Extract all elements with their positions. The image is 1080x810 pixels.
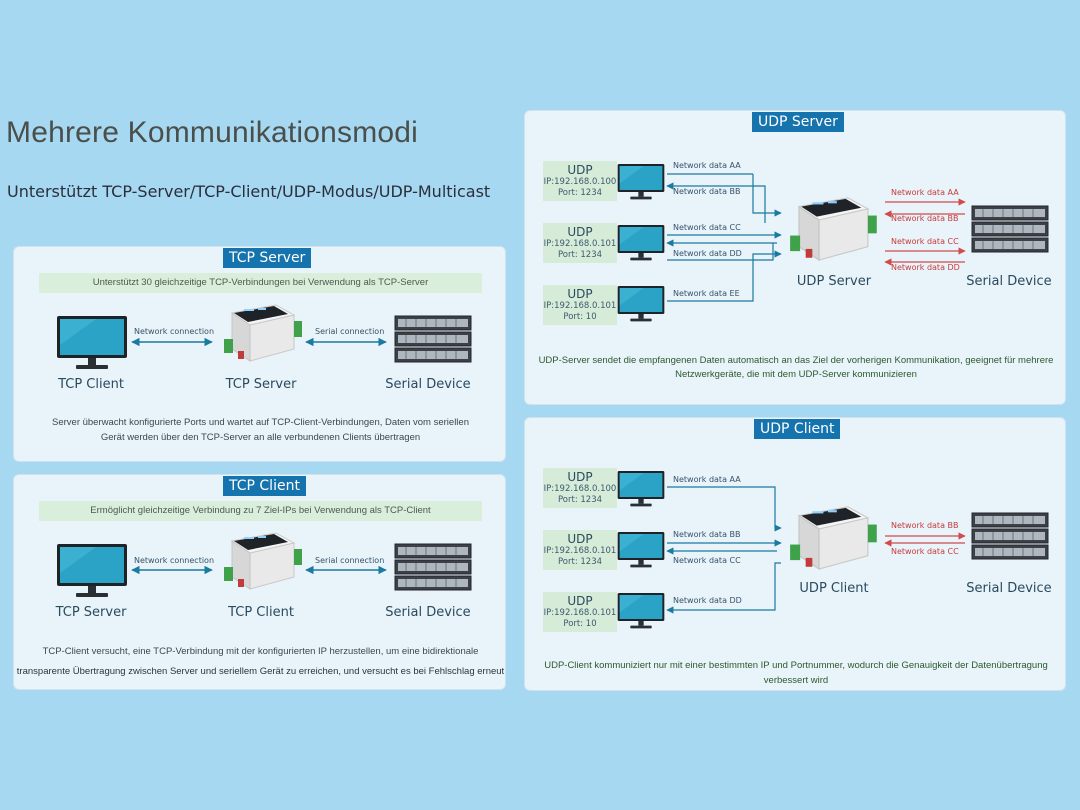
device-icon (789, 197, 878, 261)
device-icon (223, 532, 303, 590)
server-icon (394, 543, 472, 591)
monitor-icon (617, 532, 665, 568)
serial-label: Network data DD (891, 263, 960, 272)
udp-client-desc-line1: UDP-Client kommuniziert nur mit einer be… (544, 660, 1048, 686)
serial-label: Network data BB (891, 214, 959, 223)
net-label: Network data AA (673, 475, 741, 484)
net-label: Network data CC (673, 223, 741, 232)
tcp-client-desc-line2: transparente Übertragung zwischen Server… (16, 666, 505, 677)
server-icon (971, 512, 1049, 560)
center-node-label: UDP Client (799, 581, 869, 596)
tcp-server-badge: TCP Server (223, 248, 312, 268)
tcp-server-banner: Unterstützt 30 gleichzeitige TCP-Verbind… (39, 273, 482, 293)
tcp-client-graphics (57, 532, 472, 597)
udp-server-badge: UDP Server (752, 112, 844, 132)
right-node-label: Serial Device (385, 377, 471, 392)
arrow-aa (752, 174, 782, 217)
device-icon (789, 506, 878, 570)
right-node-label: Serial Device (966, 274, 1052, 289)
udp-client-graphics (617, 471, 1049, 629)
serial-label: Network data AA (891, 188, 959, 197)
right-node-label: Serial Device (385, 605, 471, 620)
arrow-aa (667, 486, 782, 532)
center-node-label: TCP Server (225, 377, 297, 392)
left-node-label: TCP Server (55, 605, 127, 620)
udp-server-desc-line1: UDP-Server sendet die empfangenen Daten … (538, 355, 1054, 366)
net-label: Network data BB (673, 530, 741, 539)
arrow-ee (667, 250, 782, 302)
monitor-icon (57, 544, 127, 597)
tcp-server-desc-line2: Gerät werden über den TCP-Server an alle… (100, 432, 421, 443)
udp-server-graphics (617, 164, 1049, 322)
monitor-icon (57, 316, 127, 369)
udp-client-badge: UDP Client (754, 419, 841, 439)
device-icon (223, 304, 303, 362)
net-label: Network data BB (673, 187, 741, 196)
serial-label: Network data CC (891, 547, 959, 556)
network-link-label: Network connection (134, 327, 215, 336)
tcp-server-desc-line1: Server überwacht konfigurierte Ports und… (52, 417, 469, 428)
net-label: Network data CC (673, 556, 741, 565)
net-label: Network data EE (673, 289, 740, 298)
right-node-label: Serial Device (966, 581, 1052, 596)
monitor-icon (617, 164, 665, 200)
tcp-client-desc-line1: TCP-Client versucht, eine TCP-Verbindung… (42, 646, 479, 657)
page-title: Mehrere Kommunikationsmodi (6, 116, 419, 149)
network-link-label: Network connection (134, 556, 215, 565)
net-label: Network data AA (673, 161, 741, 170)
tcp-client-banner: Ermöglicht gleichzeitige Verbindung zu 7… (39, 501, 482, 521)
serial-label: Network data BB (891, 521, 959, 530)
monitor-icon (617, 286, 665, 322)
tcp-server-graphics (57, 304, 472, 369)
serial-label: Network data CC (891, 237, 959, 246)
arrow-dd (667, 243, 774, 261)
server-icon (394, 315, 472, 363)
udp-server-desc-line2: Netzwerkgeräte, die mit dem UDP-Server k… (675, 369, 917, 380)
net-label: Network data DD (673, 249, 742, 258)
net-label: Network data DD (673, 596, 742, 605)
tcp-client-panel: TCP Client Ermöglicht gleichzeitige Verb… (13, 474, 506, 690)
monitor-icon (617, 471, 665, 507)
left-node-label: TCP Client (58, 377, 124, 392)
serial-link-label: Serial connection (315, 556, 385, 565)
page-subtitle: Unterstützt TCP-Server/TCP-Client/UDP-Mo… (7, 182, 491, 201)
arrow-bb (666, 182, 766, 223)
monitor-icon (617, 593, 665, 629)
serial-link-label: Serial connection (315, 327, 385, 336)
center-node-label: TCP Client (228, 605, 294, 620)
center-node-label: UDP Server (796, 274, 872, 289)
tcp-server-panel: TCP Server Unterstützt 30 gleichzeitige … (13, 246, 506, 462)
arrow-dd (666, 562, 781, 614)
monitor-icon (617, 225, 665, 261)
server-icon (971, 205, 1049, 253)
tcp-client-badge: TCP Client (223, 476, 306, 496)
